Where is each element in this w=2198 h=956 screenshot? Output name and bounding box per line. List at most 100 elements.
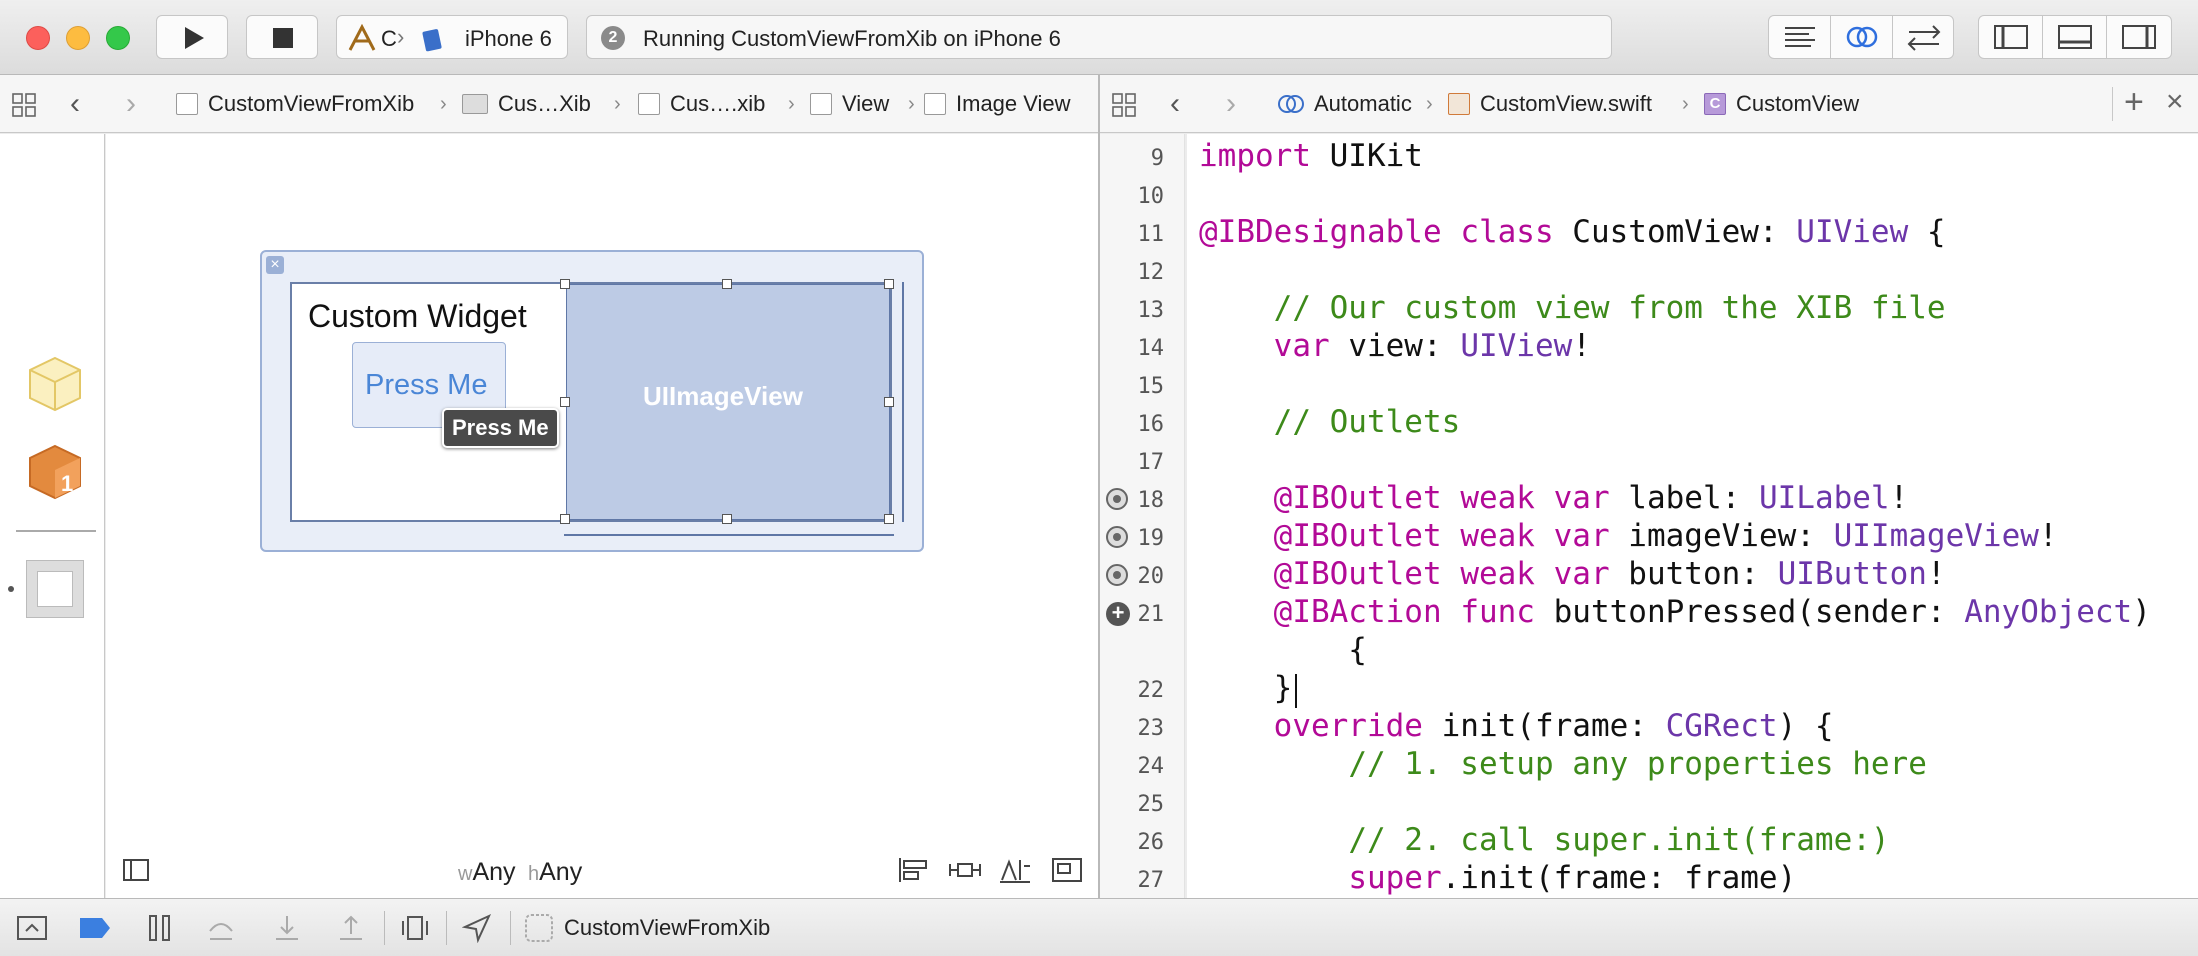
code-line[interactable]: // Outlets (1273, 404, 1461, 440)
jump-swift-file[interactable]: CustomView.swift (1448, 75, 1652, 133)
jump-view[interactable]: View (810, 75, 889, 133)
step-into-icon[interactable] (272, 913, 302, 943)
source-editor[interactable]: import UIKit @IBDesignable class CustomV… (1187, 134, 2198, 898)
forward-button[interactable]: › (126, 87, 136, 120)
resize-handle[interactable] (884, 514, 894, 524)
back-button[interactable]: ‹ (70, 87, 80, 120)
assistant-editor-button[interactable] (1831, 16, 1893, 58)
jump-automatic[interactable]: Automatic (1276, 75, 1412, 133)
text-cursor (1295, 674, 1297, 708)
scheme-name: C (381, 26, 397, 51)
related-items-grid-icon[interactable] (1112, 93, 1138, 117)
xib-scene-frame[interactable]: × Custom Widget Press Me UIImageView Pre… (260, 250, 924, 552)
forward-button[interactable]: › (1226, 87, 1236, 120)
code-line[interactable]: @IBOutlet weak var button: UIButton! (1273, 556, 1946, 592)
close-editor-button[interactable]: × (2166, 85, 2184, 118)
custom-view[interactable]: Custom Widget Press Me UIImageView Press… (290, 279, 894, 524)
line-number: 17 (1137, 450, 1165, 475)
related-items-grid-icon[interactable] (12, 93, 38, 117)
resolve-issues-icon[interactable] (998, 856, 1032, 884)
size-class-control[interactable]: wAny hAny (458, 858, 583, 886)
add-editor-button[interactable]: + (2124, 83, 2144, 121)
toggle-outline-icon[interactable] (122, 858, 150, 882)
code-line[interactable]: import UIKit (1199, 138, 1423, 174)
line-number: 15 (1137, 374, 1165, 399)
code-line[interactable]: super.init(frame: frame) (1348, 860, 1797, 896)
resize-handle[interactable] (722, 514, 732, 524)
first-responder-cube-icon[interactable]: 1 (26, 442, 84, 502)
code-line[interactable]: } (1199, 670, 1293, 706)
interface-builder-canvas[interactable]: × Custom Widget Press Me UIImageView Pre… (106, 134, 1098, 898)
resize-handle[interactable] (560, 279, 570, 289)
code-line[interactable]: var view: UIView! (1273, 328, 1591, 364)
step-over-icon[interactable] (206, 913, 236, 943)
code-line[interactable]: @IBOutlet weak var imageView: UIImageVie… (1273, 518, 2058, 554)
resize-handle[interactable] (884, 279, 894, 289)
bar-divider (446, 911, 447, 945)
step-out-icon[interactable] (336, 913, 366, 943)
standard-editor-button[interactable] (1769, 16, 1831, 58)
line-number: 26 (1137, 830, 1165, 855)
class-c-icon: C (1704, 93, 1726, 115)
outlet-connection-icon[interactable] (1106, 488, 1128, 510)
jump-folder[interactable]: Cus…Xib (462, 75, 591, 133)
toggle-navigator-button[interactable] (1979, 16, 2043, 58)
code-line[interactable]: // 2. call super.init(frame:) (1348, 822, 1890, 858)
minimize-window-button[interactable] (66, 26, 90, 50)
toggle-utilities-button[interactable] (2107, 16, 2171, 58)
editor-split-divider[interactable] (1098, 75, 1100, 898)
resize-handle[interactable] (722, 279, 732, 289)
editor-mode-group (1768, 15, 1954, 59)
version-editor-button[interactable] (1893, 16, 1955, 58)
chevron-right-icon: › (1682, 93, 1689, 115)
view-object-icon[interactable] (26, 560, 84, 618)
location-arrow-icon[interactable] (462, 913, 492, 943)
outlet-connection-icon[interactable] (1106, 564, 1128, 586)
resize-handle[interactable] (884, 397, 894, 407)
align-icon[interactable] (896, 856, 930, 884)
line-number: 9 (1150, 146, 1164, 171)
toggle-debug-area-button[interactable] (2043, 16, 2107, 58)
code-line[interactable]: // 1. setup any properties here (1348, 746, 1927, 782)
line-number: 11 (1137, 222, 1165, 247)
image-view[interactable]: UIImageView (566, 284, 890, 520)
back-button[interactable]: ‹ (1170, 87, 1180, 120)
pin-icon[interactable] (948, 856, 982, 884)
code-line[interactable]: @IBOutlet weak var label: UILabel! (1273, 480, 1909, 516)
outlet-connection-icon[interactable] (1106, 526, 1128, 548)
jump-bar-divider (2112, 87, 2113, 121)
device-name: iPhone 6 (465, 26, 552, 51)
code-line[interactable]: // Our custom view from the XIB file (1273, 290, 1946, 326)
resizing-behavior-icon[interactable] (1050, 856, 1084, 884)
stop-button[interactable] (246, 15, 318, 59)
svg-text:1: 1 (61, 471, 73, 496)
add-connection-icon[interactable]: + (1106, 602, 1130, 626)
scene-close-icon[interactable]: × (266, 256, 284, 274)
pause-icon[interactable] (146, 913, 174, 943)
zoom-window-button[interactable] (106, 26, 130, 50)
code-line[interactable]: override init(frame: CGRect) { (1273, 708, 1834, 744)
bar-divider (384, 911, 385, 945)
run-button[interactable] (156, 15, 228, 59)
custom-widget-label[interactable]: Custom Widget (308, 298, 527, 334)
hide-debug-area-icon[interactable] (16, 915, 48, 941)
files-owner-cube-icon[interactable] (26, 354, 84, 414)
code-line[interactable]: @IBAction func buttonPressed(sender: Any… (1273, 594, 2151, 630)
code-line[interactable]: @IBDesignable class CustomView: UIView { (1199, 214, 1946, 250)
line-number: 21 (1137, 602, 1165, 627)
stop-icon (273, 28, 293, 48)
jump-project[interactable]: CustomViewFromXib (176, 75, 414, 133)
activity-viewer[interactable]: 2 Running CustomViewFromXib on iPhone 6 (586, 15, 1612, 59)
jump-xib-file[interactable]: Cus….xib (638, 75, 765, 133)
code-line[interactable]: { (1199, 632, 1367, 668)
breakpoints-toggle-icon[interactable] (78, 915, 112, 941)
resize-handle[interactable] (560, 514, 570, 524)
close-window-button[interactable] (26, 26, 50, 50)
jump-image-view[interactable]: Image View (924, 75, 1071, 133)
view-debugger-icon[interactable] (400, 913, 430, 943)
scheme-selector[interactable]: C › iPhone 6 (336, 15, 568, 59)
resize-handle[interactable] (560, 397, 570, 407)
arrows-swap-icon (1907, 25, 1941, 51)
chevron-right-icon: › (908, 93, 915, 115)
jump-class[interactable]: C CustomView (1704, 75, 1859, 133)
